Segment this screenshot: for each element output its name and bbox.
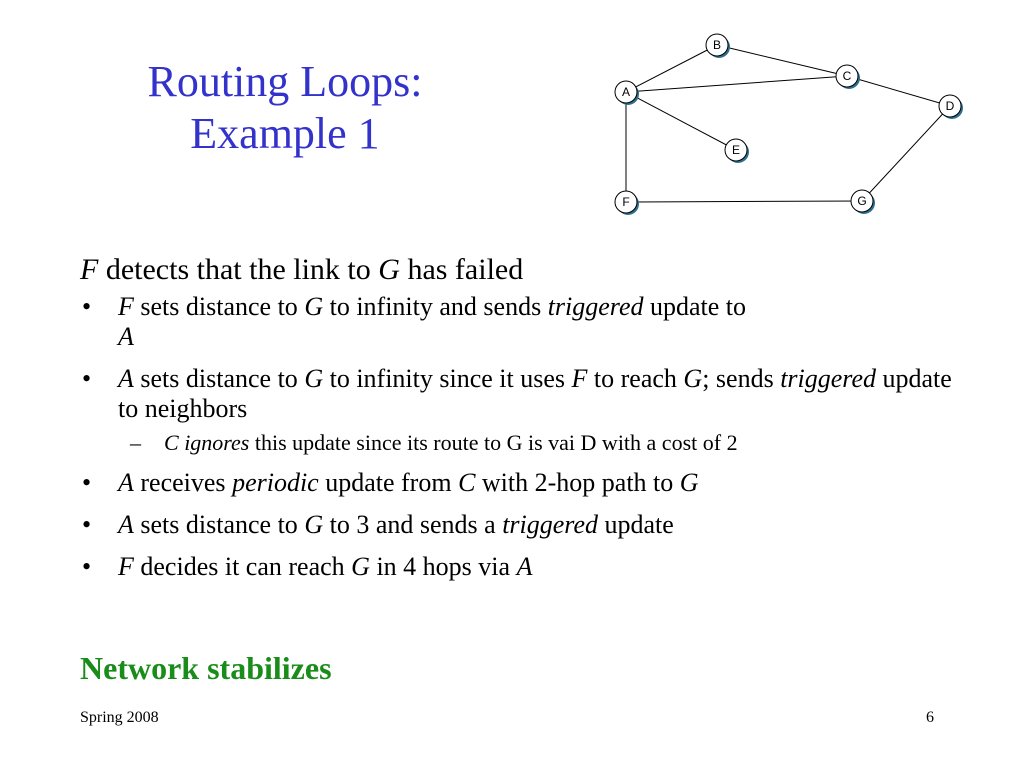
- var: G: [683, 364, 703, 393]
- var: A: [118, 364, 134, 393]
- text: to 3 and sends a: [323, 510, 503, 539]
- text: decides it can reach: [133, 552, 352, 581]
- node-label: F: [622, 195, 629, 209]
- edge-c-d: [846, 75, 951, 107]
- slide-title: Routing Loops: Example 1: [110, 56, 460, 160]
- var: F: [118, 292, 134, 321]
- text: to infinity since it uses: [323, 364, 572, 393]
- lead-text: detects that the link to: [98, 253, 379, 286]
- text: to infinity and sends: [323, 292, 548, 321]
- node-d: D: [938, 94, 963, 119]
- var: A: [516, 552, 533, 581]
- node-f: F: [614, 190, 639, 215]
- text: sets distance to: [133, 510, 305, 539]
- edge-b-c: [716, 44, 848, 77]
- lead-var-g: G: [378, 253, 400, 286]
- node-label: G: [857, 194, 866, 208]
- conclusion: Network stabilizes: [80, 650, 332, 686]
- text: ; sends: [702, 364, 781, 393]
- bullet-3: • A receives periodic update from C with …: [80, 468, 970, 498]
- text: sets distance to: [133, 364, 305, 393]
- node-label: E: [732, 143, 740, 157]
- node-b: B: [705, 33, 730, 58]
- edge-a-e: [625, 91, 737, 151]
- graph-edges: [625, 44, 951, 203]
- graph-nodes: A B C D E F G: [614, 33, 963, 215]
- node-label: D: [946, 99, 955, 113]
- slide-body: F detects that the link to G has failed …: [80, 252, 970, 594]
- text: to reach: [587, 364, 684, 393]
- node-label: B: [713, 38, 721, 52]
- edge-f-g: [625, 200, 863, 203]
- bullet-marker: •: [82, 292, 92, 321]
- var: A: [118, 322, 134, 351]
- var: C: [164, 430, 179, 455]
- emphasis: periodic: [232, 468, 319, 497]
- bullet-4: • A sets distance to G to 3 and sends a t…: [80, 510, 970, 540]
- text: update from: [318, 468, 459, 497]
- var: G: [679, 468, 699, 497]
- var: A: [118, 510, 134, 539]
- var: A: [118, 468, 134, 497]
- node-label: C: [843, 69, 852, 83]
- text: update to: [643, 292, 747, 321]
- text: this update since its route to G is vai …: [249, 430, 738, 455]
- network-graph: A B C D E F G: [614, 33, 963, 215]
- edge-a-b: [625, 44, 718, 93]
- node-label: A: [622, 85, 630, 99]
- text: update to neighbors: [118, 364, 952, 423]
- emphasis: ignores: [184, 430, 250, 455]
- bullet-2: • A sets distance to G to infinity since …: [80, 364, 970, 456]
- bullet-5: •F decides it can reach G in 4 hops via …: [80, 552, 970, 582]
- node-g: G: [850, 189, 875, 214]
- text: in 4 hops via: [369, 552, 517, 581]
- edge-g-d: [861, 105, 951, 202]
- var: G: [304, 292, 324, 321]
- emphasis: triggered: [502, 510, 598, 539]
- sub-bullet-marker: –: [130, 430, 141, 455]
- var: F: [571, 364, 588, 393]
- var: G: [304, 510, 324, 539]
- page-number: 6: [926, 709, 934, 726]
- bullet-marker: •: [82, 364, 92, 393]
- var: G: [351, 552, 370, 581]
- emphasis: triggered: [547, 292, 644, 321]
- footer-date: Spring 2008: [80, 709, 159, 726]
- bullet-1: • F sets distance to G to infinity and se…: [80, 292, 970, 352]
- text: update: [598, 510, 674, 539]
- var: C: [458, 468, 476, 497]
- bullet-marker: •: [82, 552, 92, 581]
- edge-a-c: [625, 75, 848, 93]
- text: sets distance to: [133, 292, 305, 321]
- lead-var-f: F: [80, 253, 99, 286]
- node-e: E: [724, 138, 749, 163]
- text: with 2-hop path to: [475, 468, 680, 497]
- title-line-2: Example 1: [190, 109, 380, 158]
- text: receives: [133, 468, 233, 497]
- sub-bullet-list: –C ignores this update since its route t…: [118, 430, 970, 456]
- bullet-marker: •: [82, 468, 92, 497]
- var: F: [118, 552, 134, 581]
- title-line-1: Routing Loops:: [147, 57, 423, 106]
- emphasis: triggered: [780, 364, 877, 393]
- lead-text-end: has failed: [399, 253, 524, 286]
- node-c: C: [835, 64, 860, 89]
- sub-bullet-1: –C ignores this update since its route t…: [118, 430, 970, 456]
- lead-statement: F detects that the link to G has failed: [80, 252, 970, 288]
- bullet-list: • F sets distance to G to infinity and se…: [80, 292, 970, 582]
- node-a: A: [614, 80, 639, 105]
- bullet-marker: •: [82, 510, 92, 539]
- var: G: [304, 364, 324, 393]
